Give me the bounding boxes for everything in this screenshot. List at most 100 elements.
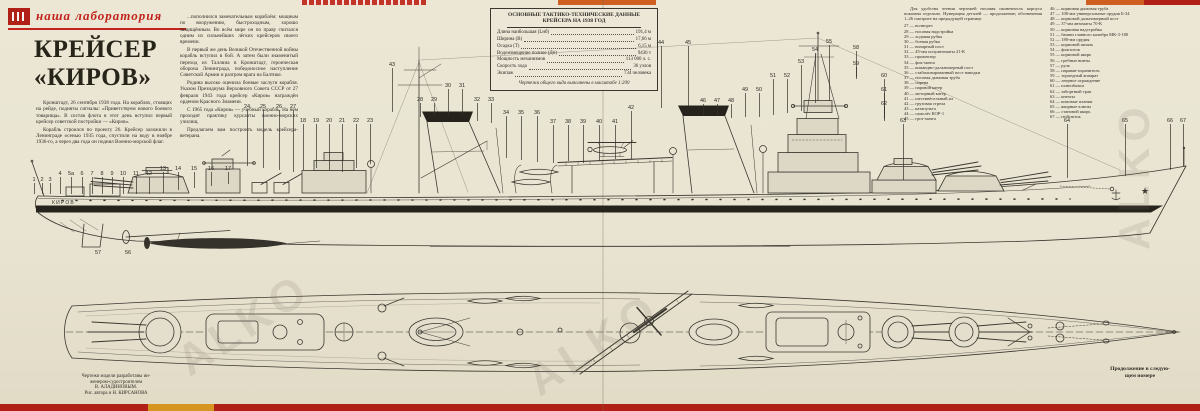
- aft-turret: [90, 167, 190, 194]
- callout-65: 65: [1117, 118, 1133, 176]
- callout-43: 43: [384, 62, 400, 112]
- paragraph: ...пополнился замечательным кораблём: мо…: [180, 14, 298, 46]
- callout-leader-line: [447, 89, 449, 115]
- callout-number: 51: [769, 73, 777, 79]
- callout-number: 36: [533, 110, 541, 116]
- callout-7: 7: [84, 171, 100, 194]
- callout-20: 20: [321, 118, 337, 170]
- callout-number: 11: [133, 171, 139, 177]
- callout-6: 6: [74, 171, 90, 194]
- legend-item: 28 — носовая надстройка: [904, 28, 954, 34]
- callout-16: 16: [203, 166, 219, 186]
- legend-item: 64 — киповые планки: [1050, 98, 1093, 104]
- catapult: [557, 156, 673, 194]
- legend-item: 60 — леерное ограждение: [1050, 78, 1101, 84]
- callout-leader-line: [536, 116, 538, 162]
- callout-number: 57: [94, 250, 102, 256]
- callout-number: 33: [487, 97, 495, 103]
- legend-item: 45 — грот-мачта: [904, 116, 936, 122]
- legend-item: 44 — самолёт КОР-1: [904, 111, 945, 117]
- callout-number: 61: [880, 87, 888, 93]
- bow-deck-plan: [1007, 317, 1176, 347]
- bottom-color-strip: [0, 404, 1200, 411]
- credit-line: В. АЛАДИНОВЫМ.: [94, 385, 138, 391]
- callout-number: 37: [549, 119, 557, 125]
- callout-number: 42: [627, 105, 635, 111]
- antenna-wires: [420, 37, 1121, 171]
- legend-item: 29 — ходовая рубка: [904, 33, 943, 39]
- callout-number: 32: [473, 97, 481, 103]
- legend-item: 50 — кормовая надстройка: [1050, 26, 1102, 32]
- callout-leader-line: [702, 104, 704, 116]
- legend-item: 38 — сирена: [904, 80, 929, 86]
- mainmast: [366, 46, 488, 194]
- callout-leader-line: [391, 68, 393, 112]
- callout-25: 25: [255, 104, 271, 168]
- callout-number: 9: [110, 171, 114, 177]
- callout-leader-line: [800, 65, 802, 111]
- callout-leader-line: [902, 124, 904, 180]
- callout-leader-line: [101, 177, 103, 194]
- callout-leader-line: [369, 124, 371, 164]
- callout-number: 47: [713, 98, 721, 104]
- legend-item: 42 — грузовая стрела: [904, 100, 946, 106]
- legend-item: 46 — кормовая дымовая труба: [1050, 6, 1109, 11]
- callout-22: 22: [348, 118, 364, 168]
- credit-line: Чертежи модели разработаны ин-: [81, 374, 151, 379]
- callout-number: 12: [145, 171, 153, 177]
- callout-21: 21: [334, 118, 350, 172]
- callout-leader-line: [122, 177, 124, 194]
- callout-number: 24: [243, 104, 251, 110]
- spec-box-note: Чертежи общего вида выполнены в масштабе…: [518, 80, 630, 86]
- callout-62: 62: [876, 101, 892, 121]
- callout-39: 39: [575, 119, 591, 163]
- callout-61: 61: [876, 87, 892, 119]
- callout-18: 18: [295, 118, 311, 170]
- continuation-line-1: Продолжение в следую-: [1110, 366, 1170, 372]
- callout-14: 14: [170, 166, 186, 190]
- callout-number: 8: [100, 171, 104, 177]
- forward-turrets: [871, 158, 1052, 194]
- callout-leader-line: [1066, 124, 1068, 178]
- callout-leader-line: [786, 79, 788, 113]
- spec-box: ОСНОВНЫЕ ТАКТИКО-ТЕХНИЧЕСКИЕ ДАННЫЕ КРЕЙ…: [490, 8, 658, 92]
- spec-row: Водоизмещение полное (Дп) 9436 т: [497, 51, 651, 58]
- paragraph: Предлагаем вам построить модель крейсера…: [180, 127, 298, 140]
- intro-col-1: Кронштадт, 26 сентября 1938 года. На кор…: [36, 100, 172, 147]
- legend-item: 34 — фок-мачта: [904, 59, 936, 65]
- callout-42: 42: [623, 105, 639, 159]
- callout-leader-line: [598, 125, 600, 161]
- aft-funnel: [422, 111, 504, 194]
- legend-item: 35 — командно-дальномерный пост: [904, 64, 974, 70]
- callout-48: 48: [723, 98, 739, 118]
- legend-item: 58 — параван-охранитель: [1050, 67, 1100, 73]
- callout-66: 66: [1162, 118, 1178, 170]
- spec-value: 113 000 л. с.: [625, 57, 651, 63]
- callout-leader-line: [505, 116, 507, 158]
- legend-item: 31 — визирный пост: [904, 44, 944, 50]
- callout-number: 7: [90, 171, 94, 177]
- spec-value: 17,66 м: [635, 36, 651, 42]
- magazine-logo: [8, 8, 30, 25]
- catapult-plan: [575, 290, 693, 375]
- spec-value: 9436 т: [637, 50, 651, 56]
- masthead-rule: [8, 28, 186, 30]
- callout-leader-line: [177, 172, 179, 190]
- callout-leader-line: [883, 93, 885, 119]
- legend-item: 43 — катапульта: [904, 105, 936, 111]
- callout-number: 5а: [67, 171, 75, 177]
- callout-leader-line: [687, 46, 689, 106]
- callout-number: 39: [579, 119, 587, 125]
- callout-number: 15: [190, 166, 198, 172]
- callout-10: 10: [115, 171, 131, 194]
- callout-51: 51: [765, 73, 781, 115]
- callout-number: 35: [517, 110, 525, 116]
- callout-37: 37: [545, 119, 561, 163]
- spec-label: Водоизмещение полное (Дп): [497, 50, 557, 56]
- top-color-strip: [0, 0, 1200, 5]
- callout-leader-line: [814, 53, 816, 103]
- callout-30: 30: [440, 83, 456, 115]
